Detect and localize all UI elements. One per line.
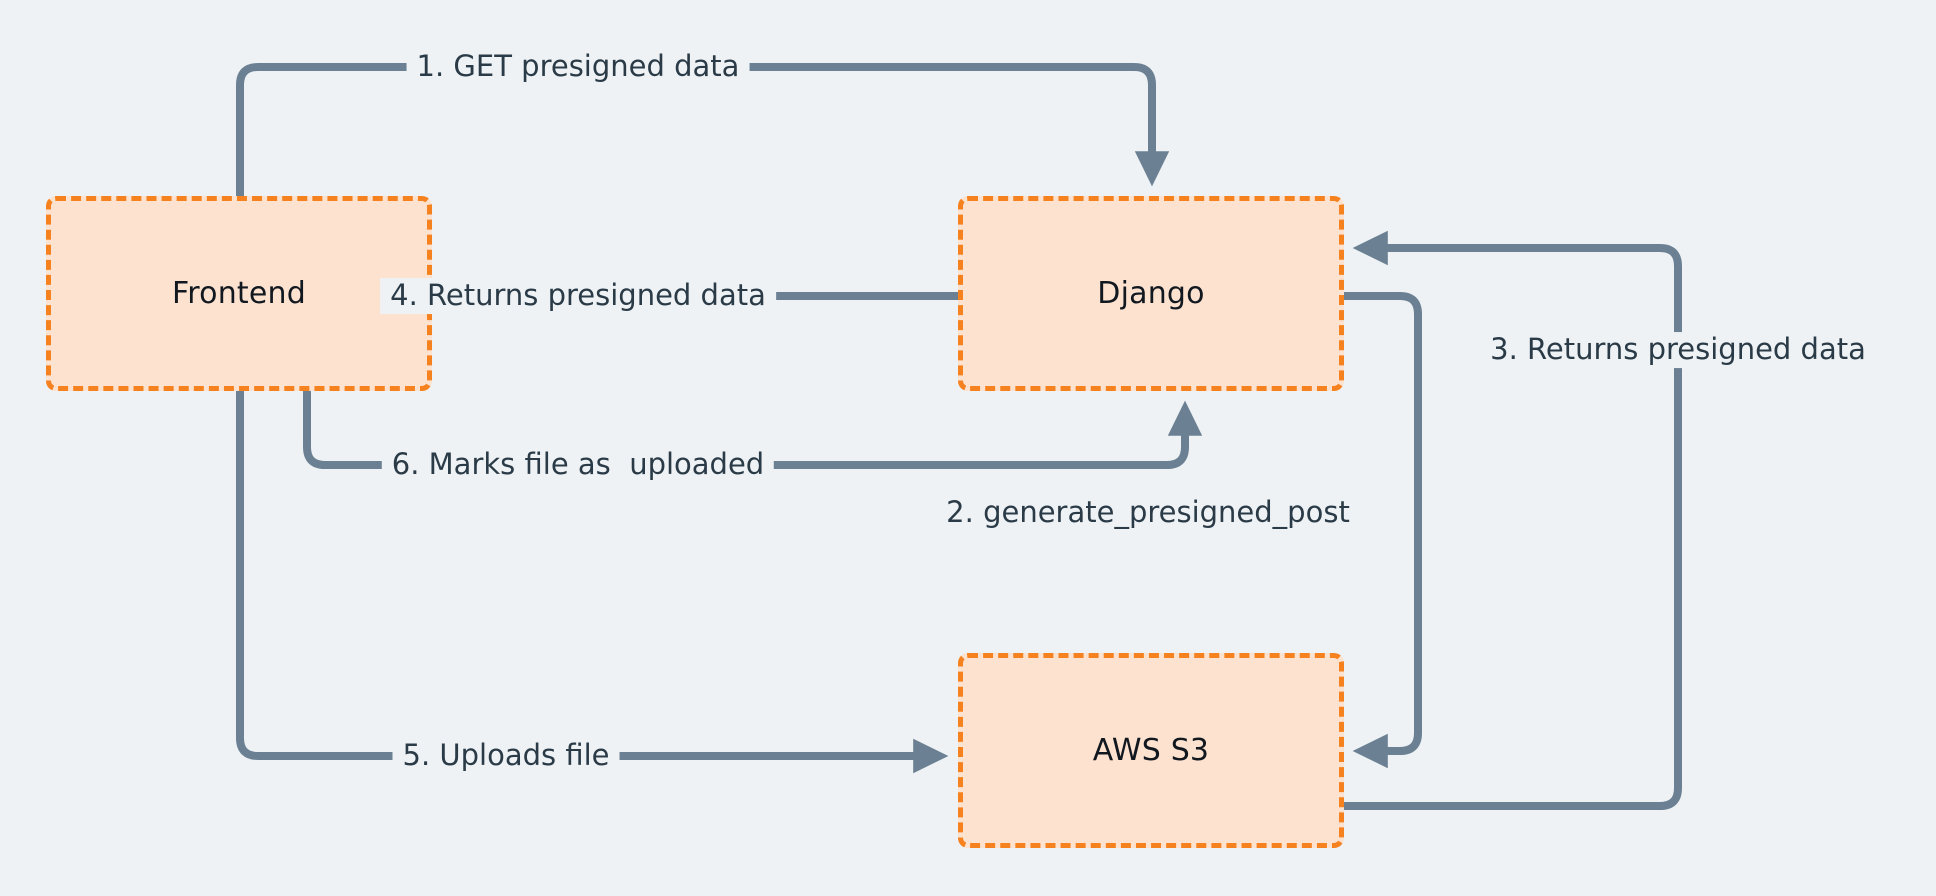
node-frontend[interactable]: Frontend (46, 196, 432, 391)
edge-label-2: 2. generate_presigned_post (936, 495, 1360, 531)
edge-label-3: 3. Returns presigned data (1480, 332, 1876, 368)
edge-label-5: 5. Uploads file (392, 738, 620, 774)
node-django[interactable]: Django (958, 196, 1344, 391)
node-django-label: Django (1097, 276, 1205, 311)
edge-path-2 (1339, 292, 1422, 769)
node-frontend-label: Frontend (172, 276, 306, 311)
edge-path-3 (1339, 230, 1682, 810)
edge-path-1 (236, 63, 1170, 200)
edge-path-5 (236, 387, 949, 774)
node-aws-s3-label: AWS S3 (1092, 733, 1210, 768)
node-aws-s3[interactable]: AWS S3 (958, 653, 1344, 848)
edge-label-6: 6. Marks file as uploaded (381, 447, 775, 483)
edge-label-4: 4. Returns presigned data (380, 278, 776, 314)
edge-label-1: 1. GET presigned data (406, 49, 750, 85)
